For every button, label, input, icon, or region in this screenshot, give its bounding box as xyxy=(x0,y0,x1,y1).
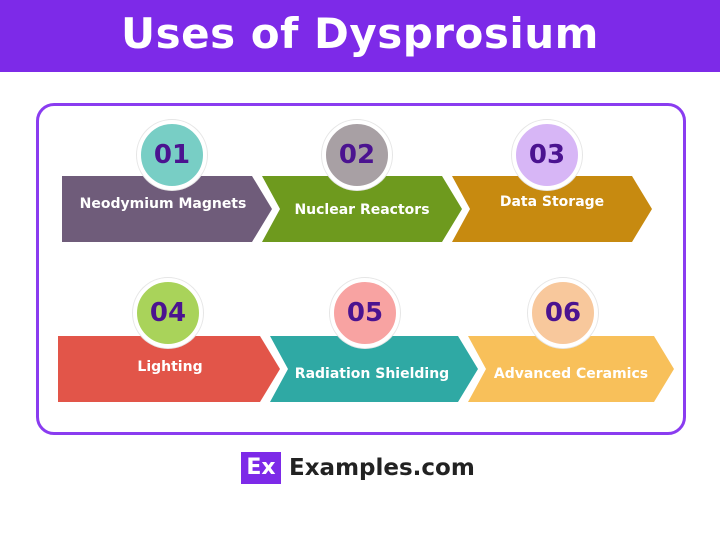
step-arrow-06 xyxy=(468,336,674,402)
page-title: Uses of Dysprosium xyxy=(121,9,599,58)
title-banner: Uses of Dysprosium xyxy=(0,0,720,72)
step-number-01: 01 xyxy=(153,140,191,170)
step-number-badge-03: 03 xyxy=(512,120,582,190)
step-label-01: Neodymium Magnets xyxy=(79,195,247,212)
step-arrow-05 xyxy=(270,336,478,402)
step-label-06: Advanced Ceramics xyxy=(493,365,649,382)
examples-site-name: Examples.com xyxy=(289,455,475,481)
step-arrow-shape-03 xyxy=(452,176,652,242)
step-number-06: 06 xyxy=(544,298,582,328)
step-arrow-shape-05 xyxy=(270,336,478,402)
step-number-badge-01: 01 xyxy=(137,120,207,190)
step-arrow-shape-01 xyxy=(62,176,272,242)
footer: Ex Examples.com xyxy=(0,448,720,488)
step-label-03: Data Storage xyxy=(499,193,605,210)
step-number-badge-05: 05 xyxy=(330,278,400,348)
step-arrow-shape-06 xyxy=(468,336,674,402)
step-arrow-04 xyxy=(58,336,280,402)
step-number-04: 04 xyxy=(149,298,187,328)
step-label-05: Radiation Shielding xyxy=(294,365,450,382)
step-number-badge-02: 02 xyxy=(322,120,392,190)
step-arrow-03 xyxy=(452,176,652,242)
step-arrow-02 xyxy=(262,176,462,242)
step-label-02: Nuclear Reactors xyxy=(294,201,430,218)
step-number-badge-06: 06 xyxy=(528,278,598,348)
step-number-badge-04: 04 xyxy=(133,278,203,348)
step-arrow-01 xyxy=(62,176,272,242)
step-number-03: 03 xyxy=(528,140,566,170)
step-number-05: 05 xyxy=(346,298,384,328)
step-arrow-shape-02 xyxy=(262,176,462,242)
examples-logo: Ex xyxy=(241,452,281,484)
step-arrow-shape-04 xyxy=(58,336,280,402)
step-label-04: Lighting xyxy=(137,358,203,375)
step-number-02: 02 xyxy=(338,140,376,170)
